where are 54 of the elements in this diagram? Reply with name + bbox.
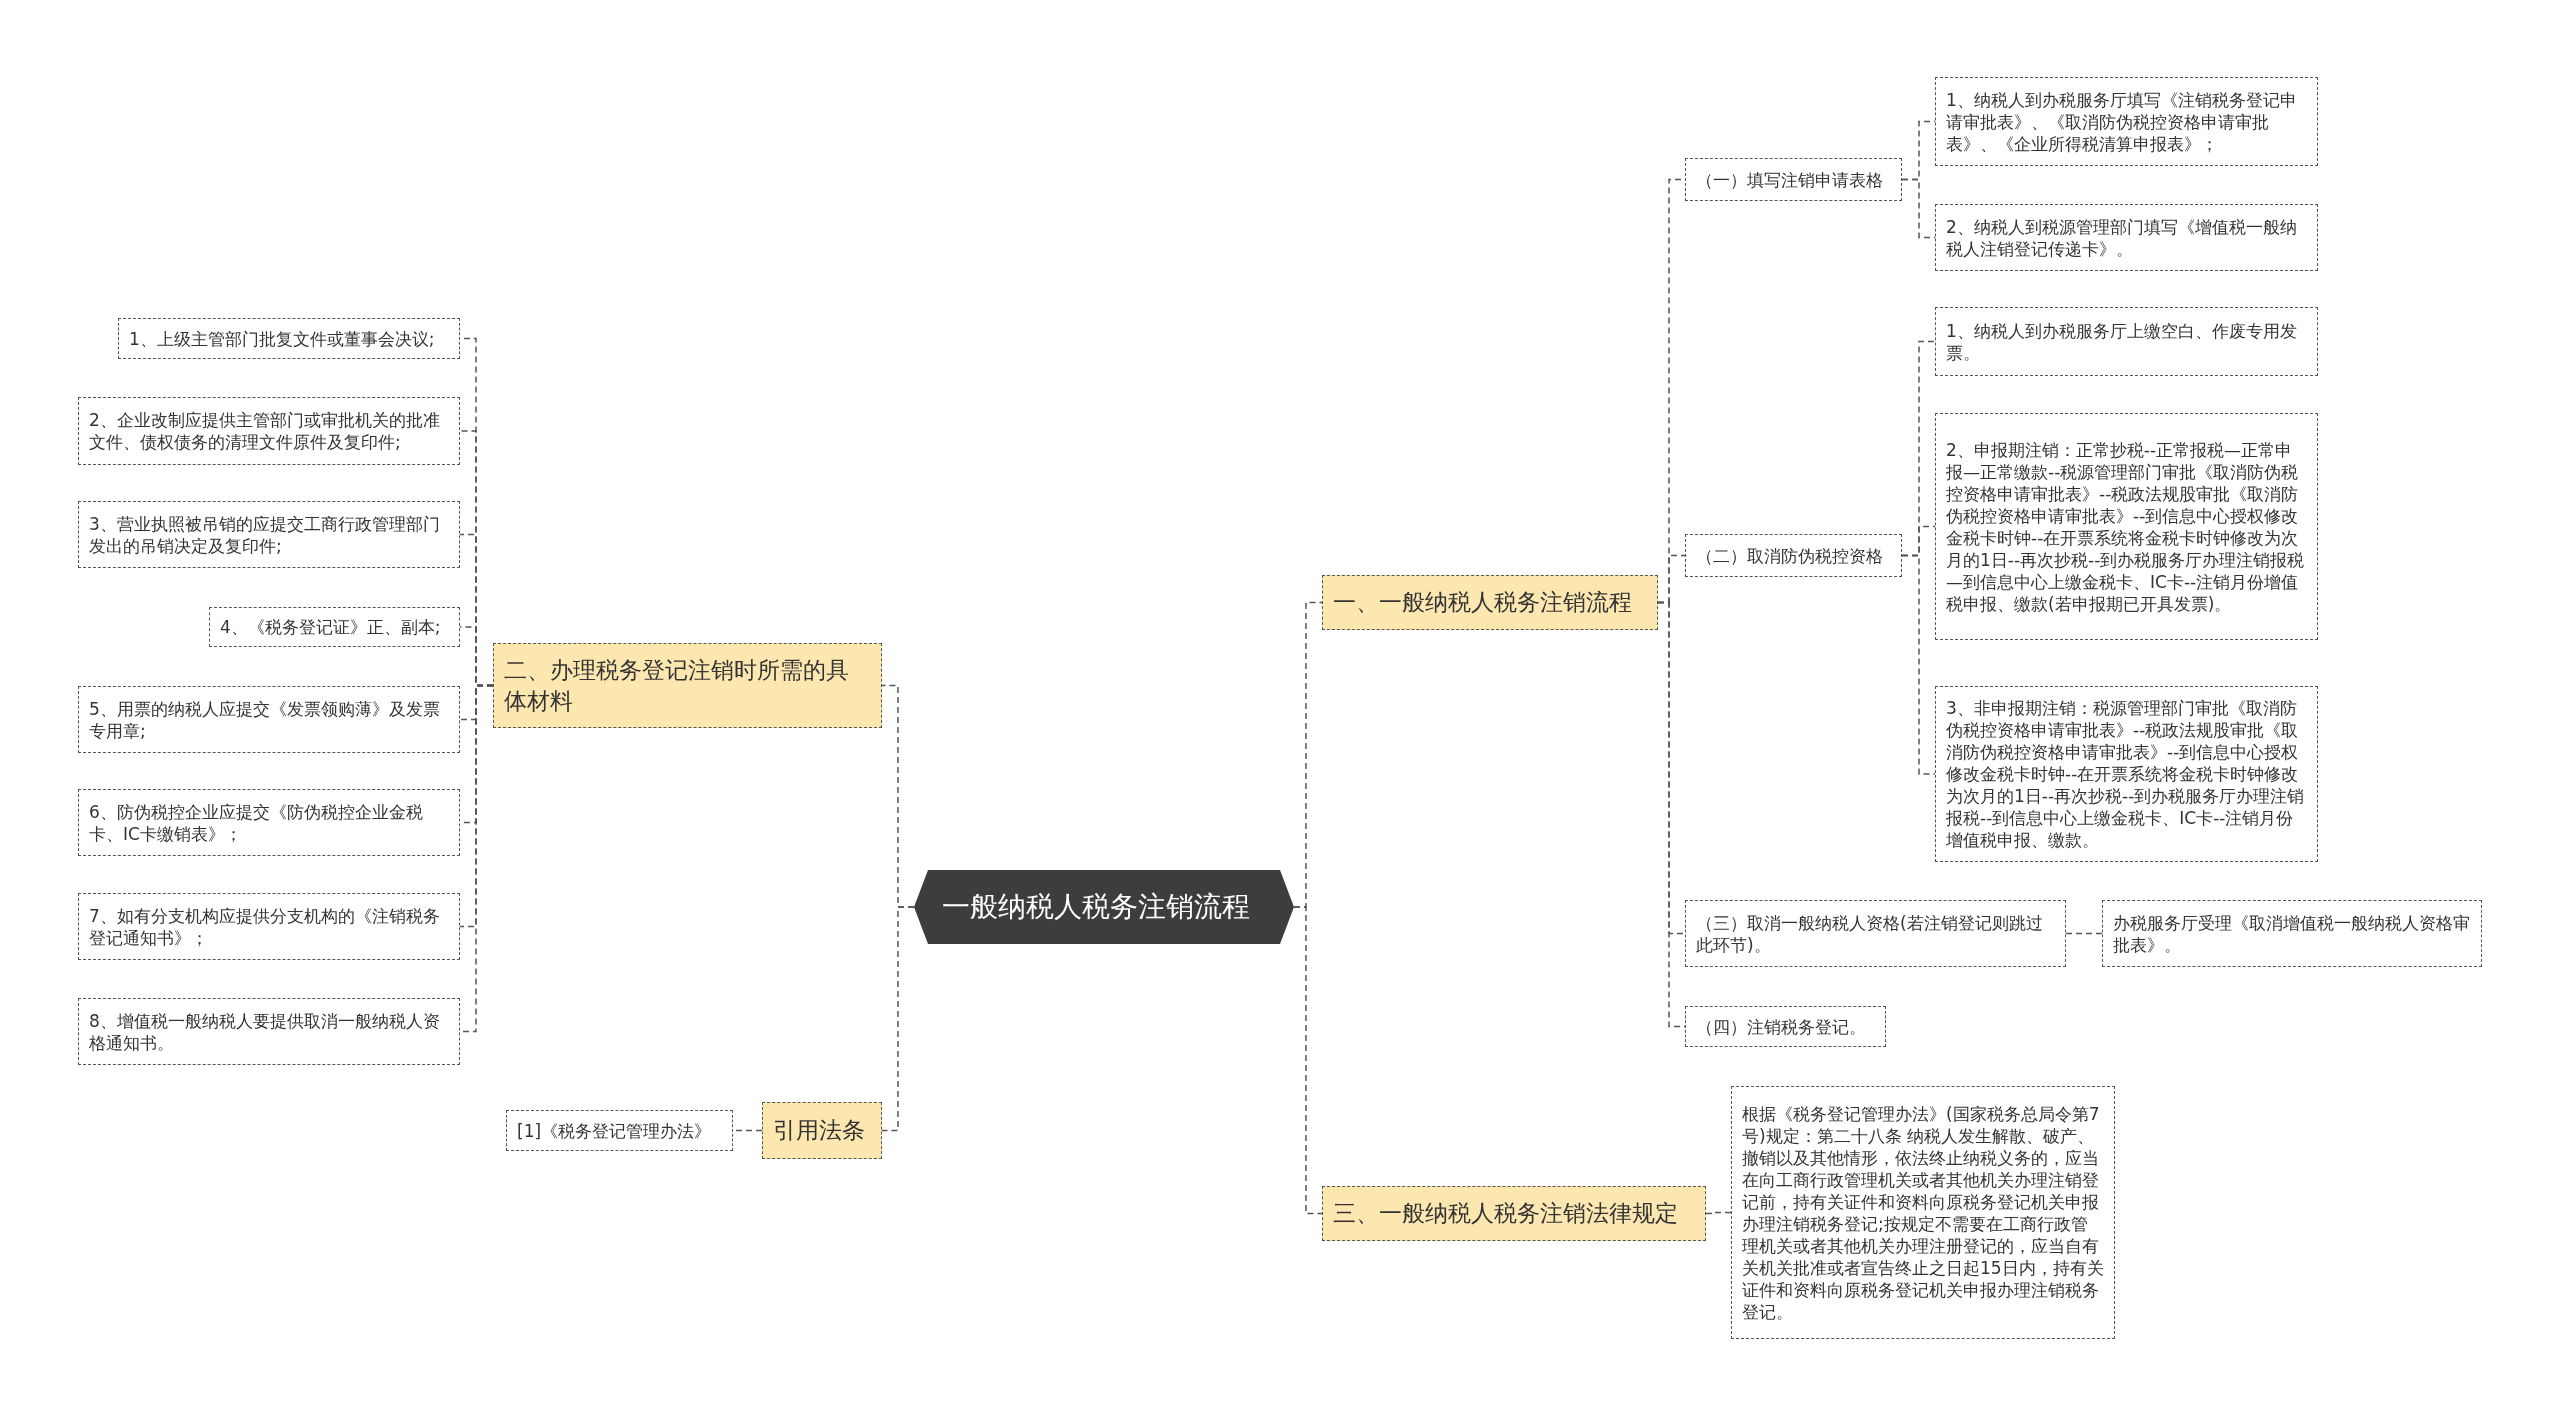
subtopic-box xyxy=(78,686,460,753)
topic-text: 1、纳税人到办税服务厅上缴空白、作废专用发票。 xyxy=(1946,319,2298,364)
connector-line xyxy=(1901,554,1936,775)
topic-text: 3、营业执照被吊销的应提交工商行政管理部门发出的吊销决定及复印件; xyxy=(89,512,441,557)
topic-text: （二）取消防伪税控资格 xyxy=(1696,544,1884,567)
topic-text: 引用法条 xyxy=(773,1116,866,1145)
topic-text: 1、纳税人到办税服务厅填写《注销税务登记申请审批表》、《取消防伪税控资格申请审批表》、《企业所得税清算申报表》； xyxy=(1946,88,2298,155)
subtopic-box xyxy=(1935,204,2318,271)
subtopic-box xyxy=(118,318,460,359)
branch-topic xyxy=(1322,1186,1706,1241)
topic-text: 2、企业改制应提供主管部门或审批机关的批准文件、债权债务的清理文件原件及复印件; xyxy=(89,409,441,453)
topic-text: 2、纳税人到税源管理部门填写《增值税一般纳税人注销登记传递卡》。 xyxy=(1946,215,2298,260)
subtopic-box xyxy=(78,998,460,1065)
subtopic-box xyxy=(1731,1086,2115,1339)
topic-text: 一、一般纳税人税务注销流程 xyxy=(1333,588,1633,617)
subtopic-box xyxy=(2102,900,2482,967)
subtopic-box xyxy=(1685,534,1902,577)
connector-line xyxy=(2065,932,2103,935)
subtopic-box xyxy=(78,789,460,856)
topic-text: （四）注销税务登记。 xyxy=(1696,1015,1867,1038)
subtopic-box xyxy=(1685,158,1902,201)
topic-text: 办税服务厅受理《取消增值税一般纳税人资格审批表》。 xyxy=(2113,911,2471,956)
topic-text: （一）填写注销申请表格 xyxy=(1696,168,1884,191)
topic-text: 6、防伪税控企业应提交《防伪税控企业金税卡、IC卡缴销表》； xyxy=(89,800,424,845)
branch-topic xyxy=(1322,575,1658,630)
subtopic-box xyxy=(78,893,460,960)
topic-text: 4、《税务登记证》正、副本; xyxy=(220,616,442,638)
subtopic-box xyxy=(209,607,460,647)
topic-text: [1]《税务登记管理办法》 xyxy=(517,1119,713,1142)
topic-text: 8、增值税一般纳税人要提供取消一般纳税人资格通知书。 xyxy=(89,1009,441,1054)
topic-text: 三、一般纳税人税务注销法律规定 xyxy=(1333,1199,1679,1228)
branch-topic xyxy=(762,1102,882,1159)
connector-line xyxy=(1705,1211,1732,1215)
subtopic-box xyxy=(506,1110,733,1151)
connector-line xyxy=(881,906,915,1132)
topic-text: （三）取消一般纳税人资格(若注销登记则跳过此环节)。 xyxy=(1696,911,2044,956)
topic-text: 根据《税务登记管理办法》(国家税务总局令第7号)规定：第二十八条 纳税人发生解散、破产、撤销以及其他情形，依法终止纳税义务的，应当在向工商行政管理机关或者其他机关办理注销登记前，持有关证件和资料向原税务登记机关申报办理注销税务登记;按规定不需要在工商行政管理机关或者其他机关办理注册登记的，应当自有关机关批准或者宣告终止之日起15日内，持有关证件和资料向原税务登记机关申报办理注销税务登记。 xyxy=(1742,1102,2104,1323)
subtopic-box xyxy=(78,501,460,568)
topic-text: 3、非申报期注销：税源管理部门审批《取消防伪税控资格申请审批表》--税政法规股审批《取消防伪税控资格申请审批表》--到信息中心授权修改金税卡时钟--在开票系统将金税卡时钟修改为次月的1日--再次抄税--到办税服务厅办理注销报税--到信息中心上缴金税卡、IC卡--注销月份增值税申报、缴款。 xyxy=(1946,697,2306,851)
topic-text: 5、用票的纳税人应提交《发票领购薄》及发票专用章; xyxy=(89,697,441,742)
branch-topic xyxy=(493,643,882,728)
topic-text: 7、如有分支机构应提供分支机构的《注销税务登记通知书》； xyxy=(89,904,441,949)
topic-text: 一般纳税人税务注销流程 xyxy=(942,889,1251,925)
topic-text: 二、办理税务登记注销时所需的具体材料 xyxy=(504,655,850,716)
subtopic-box xyxy=(1935,686,2318,862)
connector-line xyxy=(1293,906,1323,1215)
topic-text: 2、申报期注销：正常抄税--正常报税—正常申报—正常缴款--税源管理部门审批《取消防伪税控资格申请审批表》--税政法规股审批《取消防伪税控资格申请审批表》--到信息中心授权修改金税卡时钟--在开票系统将金税卡时钟修改为次月的1日--再次抄税--到办税服务厅办理注销报税—到信息中心上缴金税卡、IC卡--注销月份增值税申报、缴款(若申报期已开具发票)。 xyxy=(1946,438,2306,615)
subtopic-box xyxy=(1935,307,2318,376)
subtopic-box xyxy=(1935,413,2318,640)
topic-text: 1、上级主管部门批复文件或董事会决议; xyxy=(129,327,436,350)
subtopic-box xyxy=(1685,900,2066,967)
subtopic-box xyxy=(78,397,460,465)
subtopic-box xyxy=(1685,1006,1886,1047)
subtopic-box xyxy=(1935,77,2318,166)
